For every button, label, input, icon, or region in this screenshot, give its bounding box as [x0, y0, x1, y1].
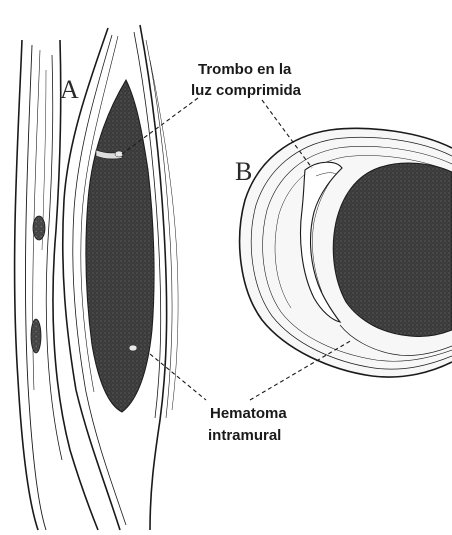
left-vessel — [15, 40, 98, 530]
hematoma-spot — [129, 345, 137, 351]
hematoma-mass — [86, 80, 154, 412]
thrombus-spot-a — [115, 151, 123, 157]
panel-a-longitudinal-vessel: A — [15, 25, 179, 530]
caption-thrombus: Trombo en la luz comprimida — [191, 61, 302, 99]
caption-hematoma-line1: Hematoma — [210, 405, 287, 422]
caption-hematoma-line2: intramural — [208, 427, 281, 444]
panel-a-letter: A — [60, 75, 79, 104]
caption-thrombus-line1: Trombo en la — [198, 61, 292, 78]
panel-b-letter: B — [235, 157, 252, 186]
caption-hematoma: Hematoma intramural — [208, 405, 287, 444]
panel-b-cross-section: B — [235, 128, 452, 377]
caption-thrombus-line2: luz comprimida — [191, 82, 302, 99]
